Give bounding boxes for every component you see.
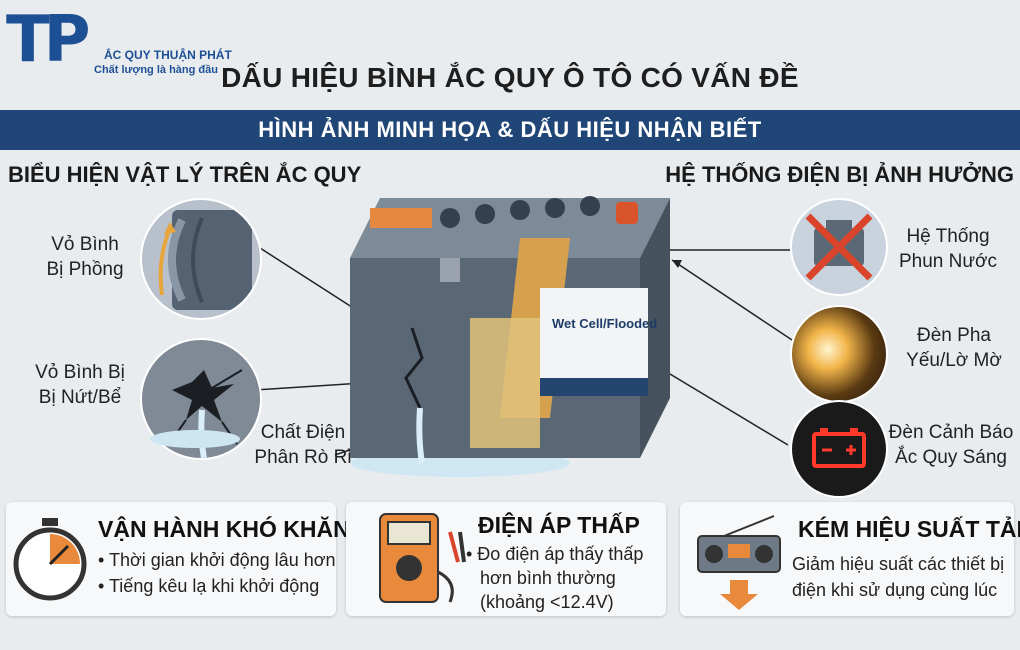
card-title: VẬN HÀNH KHÓ KHĂN	[98, 516, 350, 542]
label-electrolyte-leak: Chất Điện Phân Rò Rỉ	[254, 422, 352, 468]
battery-illustration: Wet Cell/Flooded	[350, 196, 670, 477]
card-line: điện khi sử dụng cùng lúc	[792, 580, 998, 600]
card-line: • Đo điện áp thấy thấp	[466, 544, 644, 564]
multimeter-icon	[379, 513, 466, 603]
card-line: • Tiếng kêu lạ khi khởi động	[98, 576, 320, 596]
radio-icon	[697, 515, 781, 610]
logo-name: ẮC QUY THUẬN PHÁT	[104, 48, 232, 62]
right-section-heading: HỆ THỐNG ĐIỆN BỊ ẢNH HƯỞNG	[665, 162, 1014, 187]
card-line: hơn bình thường	[480, 568, 616, 588]
label-battery-warning: Đèn Cảnh Báo Ắc Quy Sáng	[888, 422, 1014, 468]
card-line: (khoảng <12.4V)	[480, 592, 614, 612]
card-line: • Thời gian khởi động lâu hơn	[98, 550, 336, 570]
left-section-heading: BIỂU HIỆN VẬT LÝ TRÊN ẮC QUY	[8, 162, 362, 187]
bulging-case-icon	[140, 198, 262, 320]
label-bulging-case: Vỏ Bình Bị Phồng	[46, 234, 124, 280]
stopwatch-icon	[13, 518, 87, 601]
card-hard-start: VẬN HÀNH KHÓ KHĂN • Thời gian khởi động …	[6, 502, 350, 616]
engine-crossed-icon	[790, 198, 888, 296]
label-injection-system: Hệ Thống Phun Nước	[898, 226, 998, 272]
leak-puddle	[150, 430, 240, 448]
card-title: KÉM HIỆU SUẤT TẢI	[798, 516, 1020, 542]
label-cracked-case: Vỏ Bình Bị Bị Nứt/Bể	[35, 362, 125, 408]
page-title: DẤU HIỆU BÌNH ẮC QUY Ô TÔ CÓ VẤN ĐỀ	[221, 62, 799, 93]
section-banner: HÌNH ẢNH MINH HỌA & DẤU HIỆU NHẬN BIẾT	[0, 110, 1020, 150]
logo-mark: TP	[6, 3, 91, 77]
headlight-icon	[790, 305, 888, 403]
label-headlights: Đèn Pha Yếu/Lờ Mờ	[906, 325, 1002, 371]
card-line: Giảm hiệu suất các thiết bị	[792, 554, 1005, 574]
logo-slogan: Chất lượng là hàng đầu	[94, 64, 218, 76]
battery-type-label: Wet Cell/Flooded	[552, 316, 657, 331]
card-poor-load: KÉM HIỆU SUẤT TẢI Giảm hiệu suất các thi…	[680, 502, 1020, 616]
battery-warning-icon	[790, 400, 888, 498]
card-low-voltage: ĐIỆN ÁP THẤP • Đo điện áp thấy thấp hơn …	[346, 502, 666, 616]
brand-logo: TP ẮC QUY THUẬN PHÁT Chất lượng là hàng …	[6, 8, 236, 78]
card-title: ĐIỆN ÁP THẤP	[478, 512, 640, 538]
